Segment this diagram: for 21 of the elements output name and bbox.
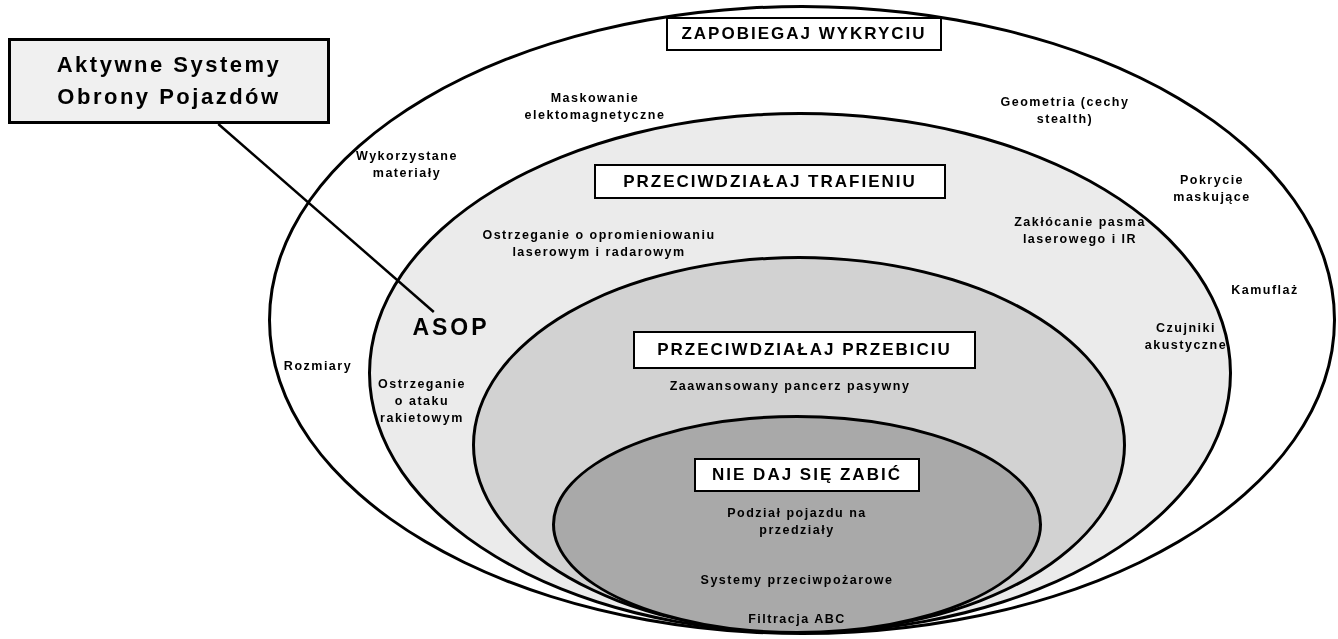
zone-item-text: Pokrycie maskujące — [1160, 172, 1264, 208]
zone-item-text: Kamuflaż — [1220, 282, 1310, 300]
zone-item-text: Filtracja ABC — [722, 611, 872, 629]
zone-item-text: Maskowanie elektomagnetyczne — [495, 90, 695, 126]
zone-item-text: Systemy przeciwpożarowe — [682, 572, 912, 590]
zone-item-text: Geometria (cechy stealth) — [985, 94, 1145, 130]
title-box: Aktywne Systemy Obrony Pojazdów — [8, 38, 330, 124]
zone-item-text: Ostrzeganie o opromieniowaniu laserowym i radarowym — [466, 227, 732, 263]
zone-item-text: Zaawansowany pancerz pasywny — [650, 378, 930, 396]
zone-item-text: Rozmiary — [276, 358, 360, 376]
zone-heading: PRZECIWDZIAŁAJ PRZEBICIU — [633, 331, 976, 369]
zone-item-text: Wykorzystane materiały — [350, 148, 464, 184]
zone-heading: ZAPOBIEGAJ WYKRYCIU — [666, 17, 942, 51]
zone-item-text: Podział pojazdu na przedziały — [712, 505, 882, 541]
zone-heading: PRZECIWDZIAŁAJ TRAFIENIU — [594, 164, 946, 199]
zone-item-text: Czujniki akustyczne — [1132, 320, 1240, 356]
leader-line — [217, 123, 435, 313]
zone-item-text: Ostrzeganie o ataku rakietowym — [374, 376, 470, 430]
zone-heading: NIE DAJ SIĘ ZABIĆ — [694, 458, 920, 492]
callout-label: ASOP — [410, 312, 492, 342]
zone-item-text: Zakłócanie pasma laserowego i IR — [990, 214, 1170, 250]
